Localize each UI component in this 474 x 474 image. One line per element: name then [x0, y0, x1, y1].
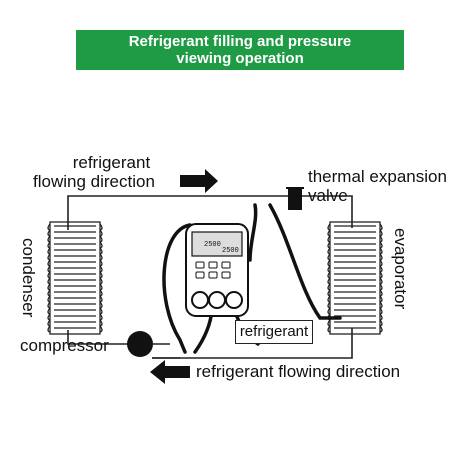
meter-left-value: 2500 [204, 241, 221, 249]
compressor-label: compressor [20, 336, 109, 355]
refrigerant-tank-label: refrigerant [235, 320, 313, 344]
flow-label-top: refrigerant flowing direction [33, 153, 155, 191]
pipe-loop [67, 195, 353, 359]
coil-bend [379, 325, 383, 333]
condenser-coil [47, 221, 103, 335]
title-line-2: viewing operation [176, 50, 304, 67]
valve-label: thermal expansion valve [308, 167, 447, 205]
coil-bend [47, 325, 51, 333]
coil-bend [99, 325, 103, 333]
evaporator-label: evaporator [391, 228, 410, 310]
evaporator-coil [327, 221, 383, 335]
coil-bend [327, 325, 331, 333]
title-line-1: Refrigerant filling and pressure [128, 33, 352, 50]
compressor-unit [127, 331, 170, 357]
flow-label-bottom: refrigerant flowing direction [196, 362, 401, 381]
meter-right-value: 2500 [222, 247, 239, 255]
valve-label-line1: thermal expansion [308, 167, 447, 186]
flow-arrow-bottom [150, 360, 190, 384]
meter-buttons [195, 261, 231, 279]
flow-label-top-line2: flowing direction [33, 172, 155, 191]
condenser-label: condenser [19, 238, 38, 318]
flow-label-top-line1: refrigerant [72, 153, 151, 172]
flow-arrow-top [180, 169, 218, 193]
valve-label-line2: valve [308, 186, 348, 205]
title-banner: Refrigerant filling and pressure viewing… [76, 30, 404, 70]
manifold-gauge: 2500 2500 [185, 223, 249, 317]
meter-valve-knobs [191, 291, 243, 309]
expansion-valve [286, 187, 304, 210]
